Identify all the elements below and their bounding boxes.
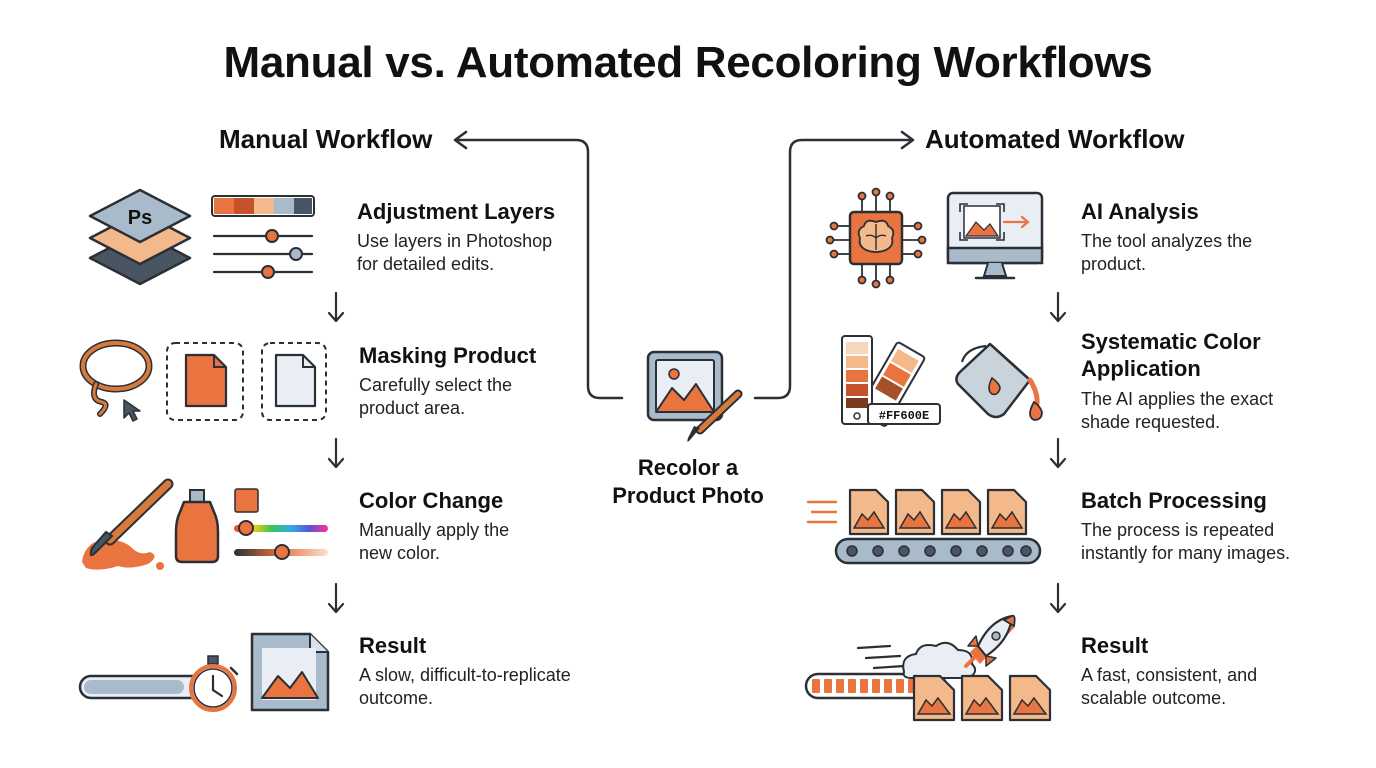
masked-orange-document-icon bbox=[166, 342, 244, 421]
center-label-line1: Recolor a bbox=[637, 455, 739, 480]
connector-to-automated bbox=[753, 130, 915, 400]
batch-file-2-icon bbox=[894, 488, 936, 536]
auto-step-1-desc-line2: product. bbox=[1081, 254, 1147, 274]
manual-step-2-desc-line1: Carefully select the bbox=[359, 375, 513, 395]
result-image-file-icon bbox=[250, 632, 330, 712]
auto-step-4-desc-line2: scalable outcome. bbox=[1081, 688, 1227, 708]
manual-down-arrows bbox=[327, 291, 345, 614]
manual-workflow-heading: Manual Workflow bbox=[219, 124, 433, 154]
auto-step-3-desc-line2: instantly for many images. bbox=[1081, 543, 1291, 563]
color-swatch-fan-icon bbox=[841, 335, 941, 427]
stopwatch-icon bbox=[189, 655, 239, 712]
ai-brain-chip-icon bbox=[825, 187, 927, 289]
batch-file-4-icon bbox=[986, 488, 1028, 536]
manual-step-1-desc-line2: for detailed edits. bbox=[357, 254, 495, 274]
manual-step-2-title: Masking Product bbox=[359, 343, 537, 368]
manual-step-4-desc-line1: A slow, difficult-to-replicate bbox=[359, 665, 571, 685]
auto-step-2-title-line2: Application bbox=[1081, 356, 1201, 381]
auto-step-4-title: Result bbox=[1081, 633, 1149, 658]
center-photo-brush-icon bbox=[646, 350, 743, 442]
masked-blank-document-icon bbox=[261, 342, 327, 421]
smoke-cloud-icon bbox=[902, 641, 977, 679]
batch-file-3-icon bbox=[940, 488, 982, 536]
auto-down-arrows bbox=[1049, 291, 1067, 614]
auto-step-2-desc-line2: shade requested. bbox=[1081, 412, 1221, 432]
auto-step-4-desc-line1: A fast, consistent, and bbox=[1081, 665, 1258, 685]
automated-workflow-heading: Automated Workflow bbox=[925, 124, 1185, 154]
monitor-scan-icon bbox=[946, 191, 1044, 280]
auto-step-3-desc-line1: The process is repeated bbox=[1081, 520, 1275, 540]
connector-to-manual bbox=[453, 130, 624, 400]
manual-step-4-title: Result bbox=[359, 633, 427, 658]
photoshop-layers-icon bbox=[88, 188, 192, 286]
conveyor-belt-icon bbox=[806, 500, 1042, 565]
paint-bucket-icon bbox=[955, 342, 1043, 421]
manual-step-4-desc-line2: outcome. bbox=[359, 688, 434, 708]
ps-label: Ps bbox=[128, 207, 152, 229]
slow-progress-bar-icon bbox=[78, 674, 222, 700]
auto-step-2-title-line1: Systematic Color bbox=[1081, 329, 1261, 354]
manual-step-1-desc-line1: Use layers in Photoshop bbox=[357, 231, 553, 251]
auto-step-3-title: Batch Processing bbox=[1081, 488, 1267, 513]
manual-step-3-desc-line2: new color. bbox=[359, 543, 441, 563]
center-label-line2: Product Photo bbox=[612, 483, 764, 508]
auto-step-1-desc-line1: The tool analyzes the bbox=[1081, 231, 1253, 251]
result-file-3-icon bbox=[1008, 674, 1052, 722]
center-label: Recolor a Product Photo bbox=[598, 454, 778, 510]
manual-step-2-desc-line2: product area. bbox=[359, 398, 466, 418]
batch-file-1-icon bbox=[848, 488, 890, 536]
auto-step-2-desc-line1: The AI applies the exact bbox=[1081, 389, 1274, 409]
manual-step-3-desc-line1: Manually apply the bbox=[359, 520, 510, 540]
speed-lines-icon bbox=[856, 644, 906, 670]
result-file-1-icon bbox=[912, 674, 956, 722]
paint-bottle-icon bbox=[174, 489, 220, 564]
color-sliders-icon bbox=[234, 488, 328, 560]
auto-step-1-title: AI Analysis bbox=[1081, 199, 1199, 224]
color-bar-sliders-icon bbox=[211, 195, 315, 279]
result-file-2-icon bbox=[960, 674, 1004, 722]
rocket-icon bbox=[964, 614, 1016, 668]
manual-step-3-title: Color Change bbox=[359, 488, 504, 513]
swatch-hex-code: #FF600E bbox=[879, 409, 929, 423]
manual-step-1-title: Adjustment Layers bbox=[357, 199, 556, 224]
paint-brush-icon bbox=[82, 478, 174, 570]
lasso-icon bbox=[79, 339, 153, 422]
page-title: Manual vs. Automated Recoloring Workflow… bbox=[223, 38, 1153, 87]
